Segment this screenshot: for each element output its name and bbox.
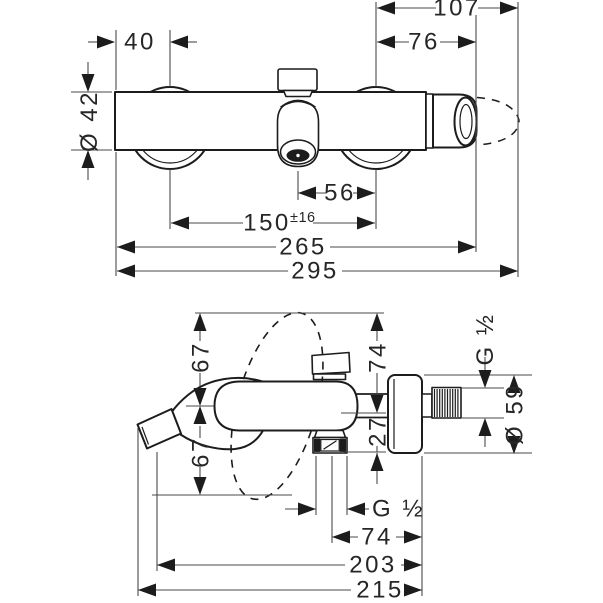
threaded-nipple bbox=[431, 386, 462, 419]
handle-ring-front bbox=[425, 93, 434, 149]
nipple-neck bbox=[421, 393, 433, 418]
spout-dome-arc bbox=[280, 99, 316, 108]
dim-203-label: 203 bbox=[349, 552, 397, 579]
dim-dia-42-label: Ø 42 bbox=[76, 90, 103, 152]
dim-76-label: 76 bbox=[408, 29, 440, 56]
dim-107-label: 107 bbox=[433, 0, 481, 22]
diverter-knob-front bbox=[277, 68, 318, 92]
dim-215: 215 bbox=[138, 577, 422, 603]
dim-67-upper-label: 67 bbox=[188, 341, 215, 373]
dim-74-vertical-label: 74 bbox=[365, 341, 392, 373]
dim-150: 150 ±16 bbox=[171, 210, 375, 237]
dim-g-half-bottom: G ½ bbox=[285, 496, 425, 523]
diverter-knob-base bbox=[282, 89, 314, 98]
spout-aerator-cap bbox=[136, 408, 182, 450]
front-extension-lines bbox=[115, 2, 519, 277]
dim-27: 27 bbox=[365, 415, 392, 484]
dim-150-tolerance-label: ±16 bbox=[290, 210, 316, 226]
dim-203: 203 bbox=[157, 552, 422, 579]
dim-67-lower: 67 bbox=[188, 406, 215, 495]
spout-outlet-center-dot bbox=[296, 153, 300, 158]
wall-connector-lines bbox=[356, 393, 388, 419]
dim-g-half-wall-label: G ½ bbox=[472, 313, 499, 366]
dim-dia-42: Ø 42 bbox=[71, 62, 112, 180]
dim-56-label: 56 bbox=[324, 180, 356, 207]
dim-265: 265 bbox=[117, 234, 476, 261]
dim-150-label: 150 bbox=[243, 210, 291, 237]
dim-67-lower-label: 67 bbox=[188, 436, 215, 468]
mixer-body-front bbox=[114, 91, 427, 151]
dim-74-horizontal: 74 bbox=[332, 524, 422, 551]
handle-cap-inner bbox=[459, 103, 473, 140]
dim-67-upper: 67 bbox=[188, 313, 215, 406]
dim-27-label: 27 bbox=[365, 415, 392, 447]
dim-56: 56 bbox=[298, 180, 375, 207]
dim-74-vertical: 74 bbox=[365, 313, 392, 413]
dim-dia-59: Ø 59 bbox=[502, 375, 529, 454]
dim-107: 107 bbox=[377, 0, 518, 22]
dim-265-label: 265 bbox=[279, 234, 327, 261]
dim-74-horizontal-label: 74 bbox=[361, 524, 393, 551]
front-view: 40 Ø 42 107 76 56 150 ±16 bbox=[71, 0, 520, 285]
dim-295-label: 295 bbox=[291, 258, 339, 285]
dim-g-half-bottom-label: G ½ bbox=[372, 496, 425, 523]
lever-handle-side bbox=[311, 351, 351, 375]
dim-295: 295 bbox=[117, 258, 518, 285]
dim-76: 76 bbox=[377, 29, 476, 56]
dim-215-label: 215 bbox=[356, 577, 404, 603]
spout-front bbox=[276, 100, 320, 168]
bottom-outlet-thread bbox=[312, 436, 348, 454]
spout-aerator-inner-line bbox=[141, 426, 150, 445]
wall-plate-side bbox=[387, 374, 423, 454]
dim-g-half-wall: G ½ bbox=[472, 313, 499, 447]
dim-40: 40 bbox=[88, 29, 197, 56]
mixer-body-side bbox=[213, 380, 359, 432]
side-view: 67 67 74 27 G ½ Ø 59 G ½ bbox=[136, 311, 532, 603]
handle-swing-dashed-front bbox=[476, 96, 520, 146]
lever-handle-base bbox=[312, 373, 347, 381]
dim-dia-59-label: Ø 59 bbox=[502, 383, 529, 445]
spout-outlet-rim bbox=[279, 139, 317, 165]
dim-40-label: 40 bbox=[124, 29, 156, 56]
side-extension-lines bbox=[137, 312, 532, 596]
bottom-outlet-neck bbox=[313, 429, 347, 439]
